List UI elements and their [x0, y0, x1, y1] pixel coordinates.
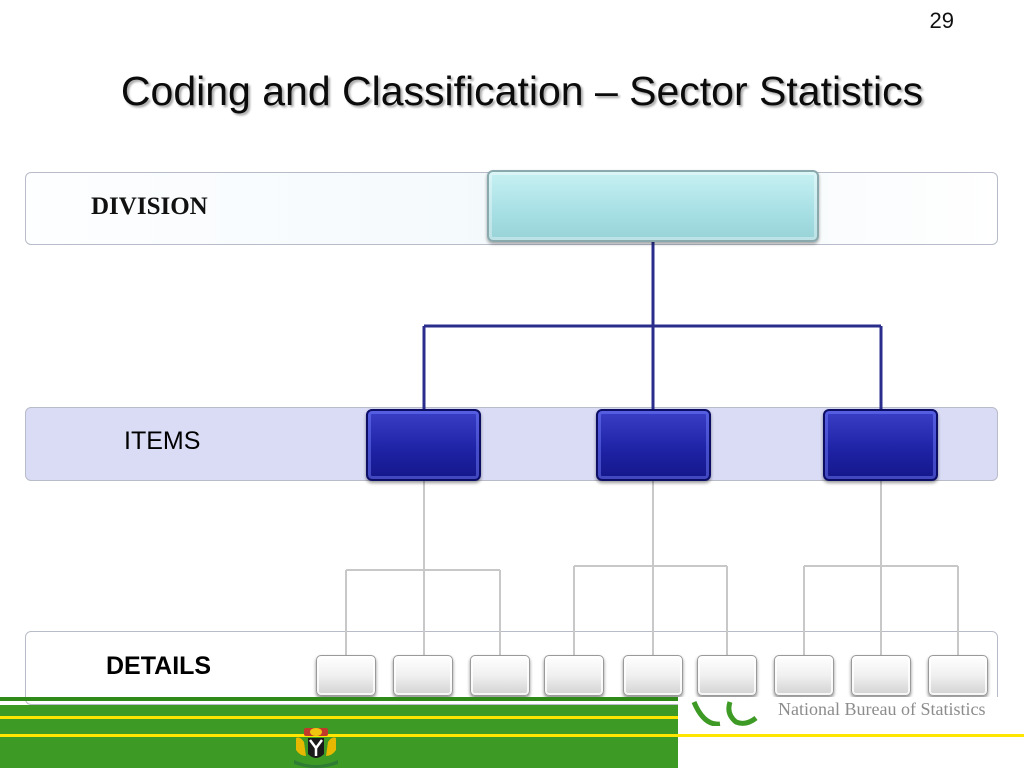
detail-box-6[interactable] [697, 655, 757, 696]
division-box[interactable] [487, 170, 819, 242]
item-box-1[interactable] [366, 409, 481, 481]
organization-name: National Bureau of Statistics [778, 699, 986, 719]
nbs-logo-icon [691, 700, 758, 726]
detail-box-8[interactable] [851, 655, 911, 696]
footer-top-line [0, 697, 678, 701]
detail-box-2[interactable] [393, 655, 453, 696]
details-band: DETAILS [25, 631, 998, 705]
division-label: DIVISION [91, 193, 208, 220]
footer-yellow-stripe [0, 716, 678, 719]
detail-box-1[interactable] [316, 655, 376, 696]
detail-box-9[interactable] [928, 655, 988, 696]
division-to-items-connectors [422, 242, 883, 409]
item-box-2[interactable] [596, 409, 711, 481]
slide-title: Coding and Classification – Sector Stati… [120, 68, 924, 114]
items-to-details-connectors [345, 481, 959, 655]
detail-box-4[interactable] [544, 655, 604, 696]
items-label: ITEMS [124, 427, 201, 455]
item-box-3[interactable] [823, 409, 938, 481]
coat-of-arms-icon [294, 728, 338, 768]
footer-yellow-stripe [0, 734, 1024, 737]
detail-box-7[interactable] [774, 655, 834, 696]
slide-number: 29 [929, 8, 954, 33]
detail-box-5[interactable] [623, 655, 683, 696]
details-label: DETAILS [106, 652, 212, 680]
detail-box-3[interactable] [470, 655, 530, 696]
footer-right-background [678, 697, 1024, 768]
